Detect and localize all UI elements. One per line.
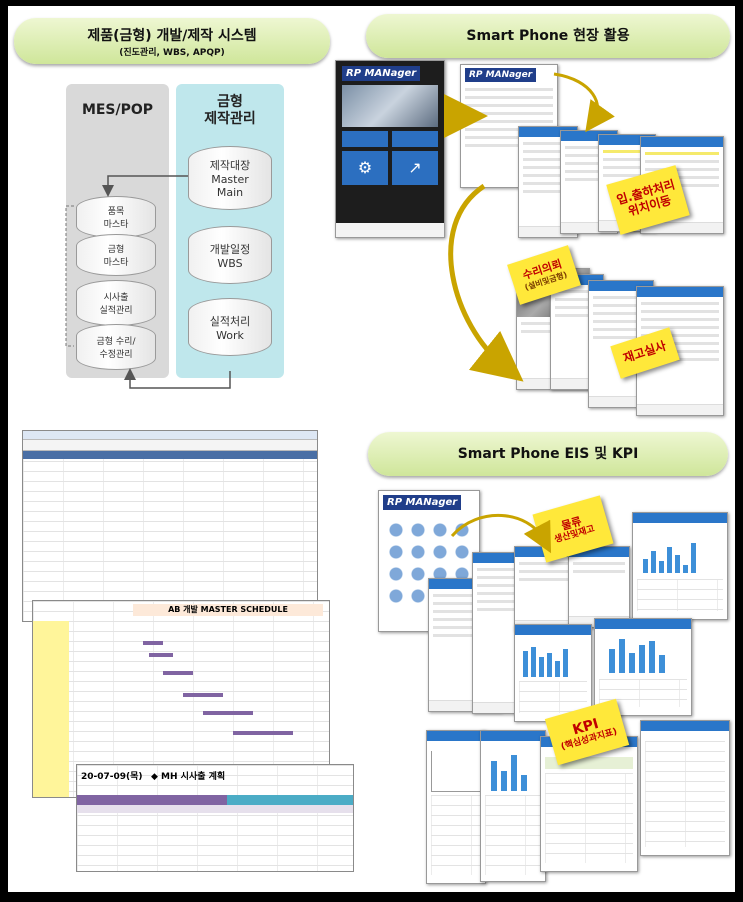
- db-item-master-line1: 품목: [107, 207, 125, 217]
- smartphone-field-title: Smart Phone 현장 활용: [466, 28, 630, 44]
- trial-title: ◆ MH 시사출 계획: [151, 772, 226, 782]
- db-development-schedule-line2: WBS: [217, 256, 243, 270]
- db-performance-line1: 실적처리: [209, 314, 251, 328]
- chart-up-icon[interactable]: ↗: [392, 151, 438, 185]
- gear-icon[interactable]: ⚙: [342, 151, 388, 185]
- db-trial-injection-line2: 실적관리: [99, 306, 133, 316]
- phone-kpi-chart-7: [640, 720, 730, 856]
- mold-header: 금형 제작관리: [176, 94, 284, 128]
- db-development-schedule: 개발일정 WBS: [188, 226, 272, 284]
- connector-lines: [65, 175, 231, 389]
- db-performance: 실적처리 Work: [188, 298, 272, 356]
- db-mold-master-line1: 금형: [107, 245, 125, 255]
- db-mold-master: 금형 마스타: [76, 234, 156, 276]
- menu-tile-1[interactable]: [342, 131, 388, 147]
- rp-manager-logo-small: RP MANager: [465, 68, 537, 82]
- system-title-pill: 제품(금형) 개발/제작 시스템 (진도관리, WBS, APQP): [14, 18, 330, 64]
- eis-kpi-title: Smart Phone EIS 및 KPI: [457, 446, 639, 462]
- db-production-ledger: 제작대장 Master Main: [188, 146, 272, 210]
- db-mold-repair-line1: 금형 수리/: [96, 337, 136, 347]
- gold-arrows: [444, 72, 615, 382]
- phone-screen-h: [636, 286, 724, 416]
- rp-manager-logo: RP MANager: [342, 66, 421, 81]
- db-performance-line2: Work: [216, 328, 244, 342]
- system-title: 제품(금형) 개발/제작 시스템: [87, 28, 257, 44]
- phone-eis-d: [568, 546, 630, 628]
- trial-date: 20-07-09(목): [81, 772, 143, 782]
- db-production-ledger-line1: 제작대장: [209, 159, 251, 172]
- phone-main-menu: RP MANager ⚙ ↗: [335, 60, 445, 238]
- mold-list-spreadsheet: [22, 430, 318, 622]
- db-production-ledger-line3: Main: [216, 186, 244, 199]
- system-subtitle: (진도관리, WBS, APQP): [119, 48, 225, 58]
- note-inventory-line1: 재고실사: [621, 338, 668, 366]
- phone-kpi-chart-4: [426, 730, 486, 884]
- phone-kpi-chart-5: [480, 730, 546, 882]
- phone-nav-bar: [336, 223, 444, 237]
- schedule-task-column: [33, 621, 69, 797]
- meeting-photo: [342, 85, 438, 127]
- phone-kpi-chart-2: [514, 624, 592, 722]
- db-trial-injection-line1: 시사출: [103, 293, 129, 303]
- db-mold-repair: 금형 수리/ 수정관리: [76, 324, 156, 370]
- phone-kpi-chart-1: [632, 512, 728, 620]
- db-item-master-line2: 마스타: [103, 220, 129, 230]
- rp-manager-logo-eis: RP MANager: [383, 495, 462, 510]
- menu-list-lines: [461, 83, 557, 187]
- infographic: 제품(금형) 개발/제작 시스템 (진도관리, WBS, APQP) MES/P…: [8, 6, 735, 892]
- menu-tile-2[interactable]: [392, 131, 438, 147]
- db-development-schedule-line1: 개발일정: [209, 242, 251, 256]
- mold-header-line2: 제작관리: [204, 111, 256, 127]
- gold-arrow-eis: [450, 514, 552, 554]
- master-schedule-title: AB 개발 MASTER SCHEDULE: [133, 604, 323, 616]
- trial-injection-sheet: 20-07-09(목) ◆ MH 시사출 계획: [76, 764, 354, 872]
- db-trial-injection: 시사출 실적관리: [76, 280, 156, 326]
- db-production-ledger-line2: Master: [211, 173, 249, 186]
- mes-header: MES/POP: [81, 102, 154, 118]
- db-mold-repair-line2: 수정관리: [99, 350, 133, 360]
- eis-kpi-pill: Smart Phone EIS 및 KPI: [368, 432, 728, 476]
- db-mold-master-line2: 마스타: [103, 258, 129, 268]
- smartphone-field-pill: Smart Phone 현장 활용: [366, 14, 730, 58]
- mold-header-line1: 금형: [217, 94, 243, 110]
